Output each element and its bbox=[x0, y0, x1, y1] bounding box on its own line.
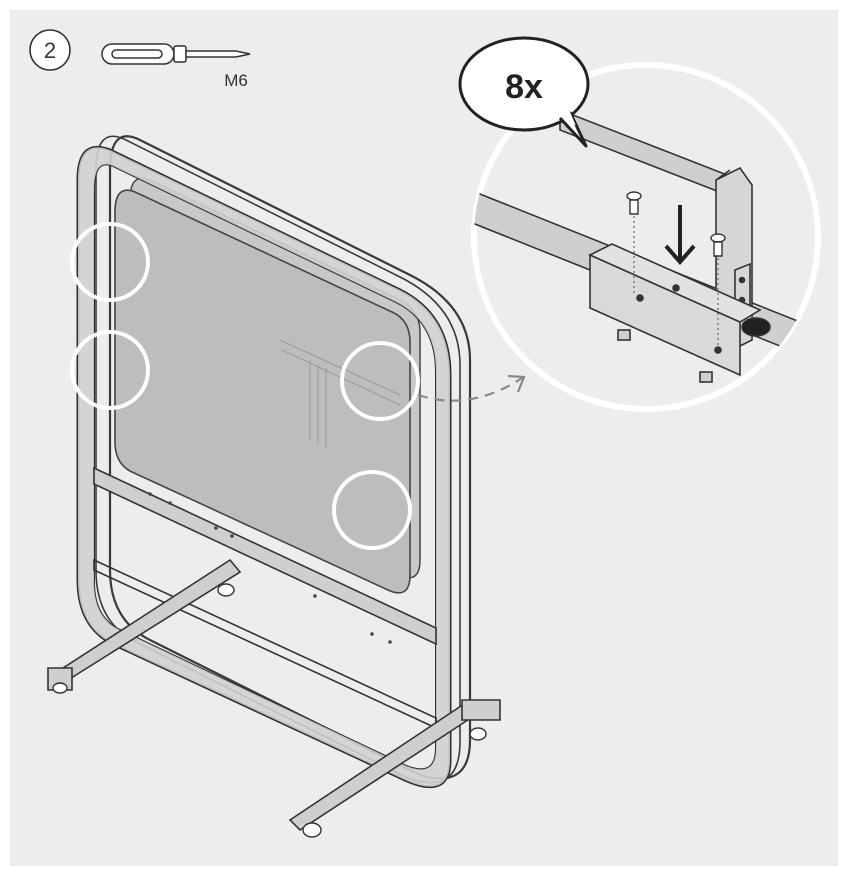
quantity-callout: 8x bbox=[458, 36, 590, 148]
insert-direction-arrow-icon bbox=[664, 205, 696, 266]
mounting-point-markers bbox=[70, 222, 420, 550]
quantity-label: 8x bbox=[505, 68, 543, 106]
detail-pointer-arrow bbox=[417, 377, 523, 402]
tool-label: M6 bbox=[224, 71, 248, 90]
whiteboard-stand bbox=[47, 135, 501, 838]
screwdriver-icon bbox=[101, 43, 251, 65]
step-badge: 2 bbox=[29, 29, 71, 71]
step-number: 2 bbox=[44, 38, 56, 63]
detail-view bbox=[471, 62, 821, 412]
screw-icon bbox=[626, 191, 726, 257]
